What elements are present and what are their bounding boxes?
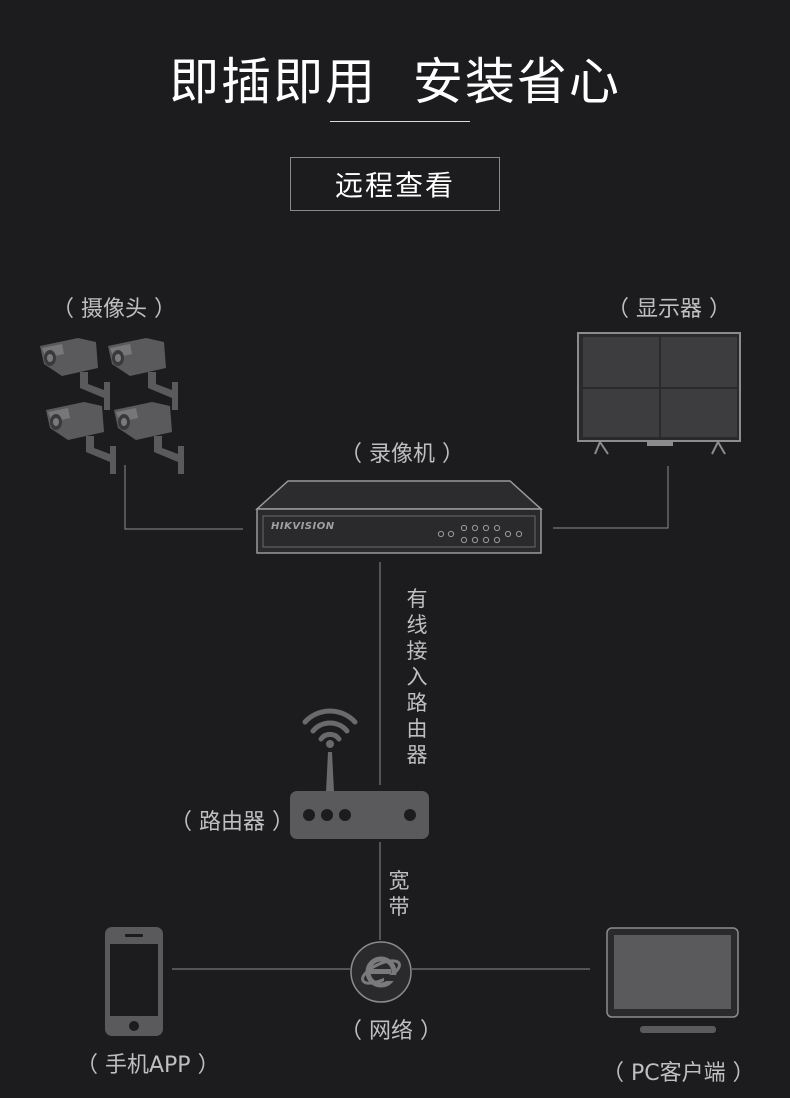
network-label: （ 网络 ） — [340, 1019, 442, 1044]
phone-label: （ 手机APP ） — [76, 1053, 220, 1078]
pc-label: （ PC客户端 ） — [602, 1061, 755, 1086]
connector-lines — [124, 465, 669, 970]
pc-icon — [606, 927, 739, 1033]
phone-icon — [105, 927, 163, 1036]
monitor-label: （ 显示器 ） — [607, 297, 731, 322]
wifi-icon — [302, 708, 358, 742]
monitor-nvr-line — [553, 466, 669, 529]
wired-connection-label: 有线接入路由器 — [406, 587, 428, 767]
section-badge-label: 远程查看 — [334, 169, 455, 202]
monitor-icon — [577, 332, 741, 455]
section-badge: 远程查看 — [290, 157, 500, 211]
ie-icon — [350, 941, 412, 1003]
router-label: （ 路由器 ） — [170, 810, 294, 835]
nvr-icon — [255, 480, 543, 554]
wifi-dot — [326, 740, 334, 748]
broadband-label: 宽带 — [388, 869, 410, 919]
camera-icon — [40, 338, 184, 474]
camera-label: （ 摄像头 ） — [52, 297, 176, 322]
nvr-brand-label: HIKVISION — [271, 521, 335, 532]
nvr-label: （ 录像机 ） — [340, 442, 464, 467]
router-icon — [290, 752, 429, 839]
camera-nvr-line — [124, 465, 243, 530]
title-divider — [330, 121, 470, 122]
page-title: 即插即用 安装省心 — [169, 53, 621, 111]
